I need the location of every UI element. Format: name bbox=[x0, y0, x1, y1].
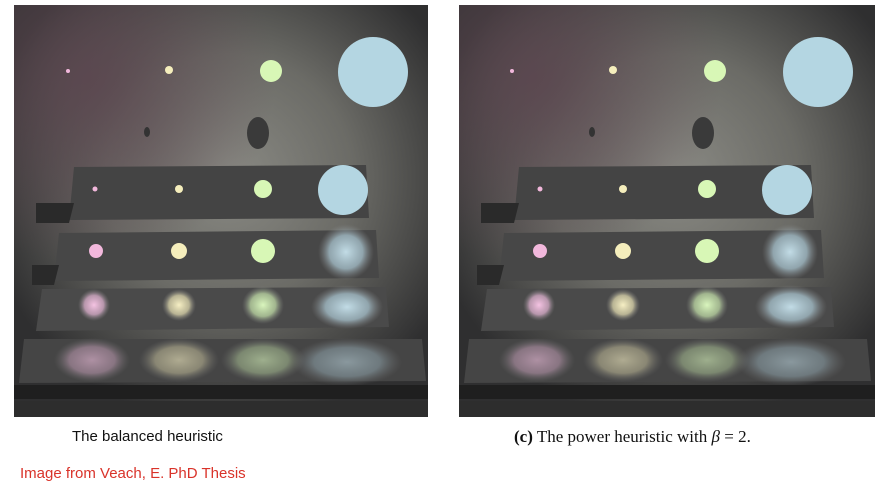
caption-right-text: The power heuristic with bbox=[536, 427, 708, 446]
caption-right: (c) The power heuristic with β = 2. bbox=[514, 427, 751, 447]
caption-left: The balanced heuristic bbox=[72, 428, 223, 445]
image-credit: Image from Veach, E. PhD Thesis bbox=[20, 465, 246, 482]
render-svg-left bbox=[14, 5, 428, 417]
render-image-power-heuristic bbox=[459, 5, 875, 417]
render-svg-right bbox=[459, 5, 875, 417]
caption-right-symbol: β bbox=[711, 427, 720, 446]
caption-right-value: = 2. bbox=[724, 427, 751, 446]
render-image-balanced bbox=[14, 5, 428, 417]
caption-right-label: (c) bbox=[514, 427, 533, 446]
